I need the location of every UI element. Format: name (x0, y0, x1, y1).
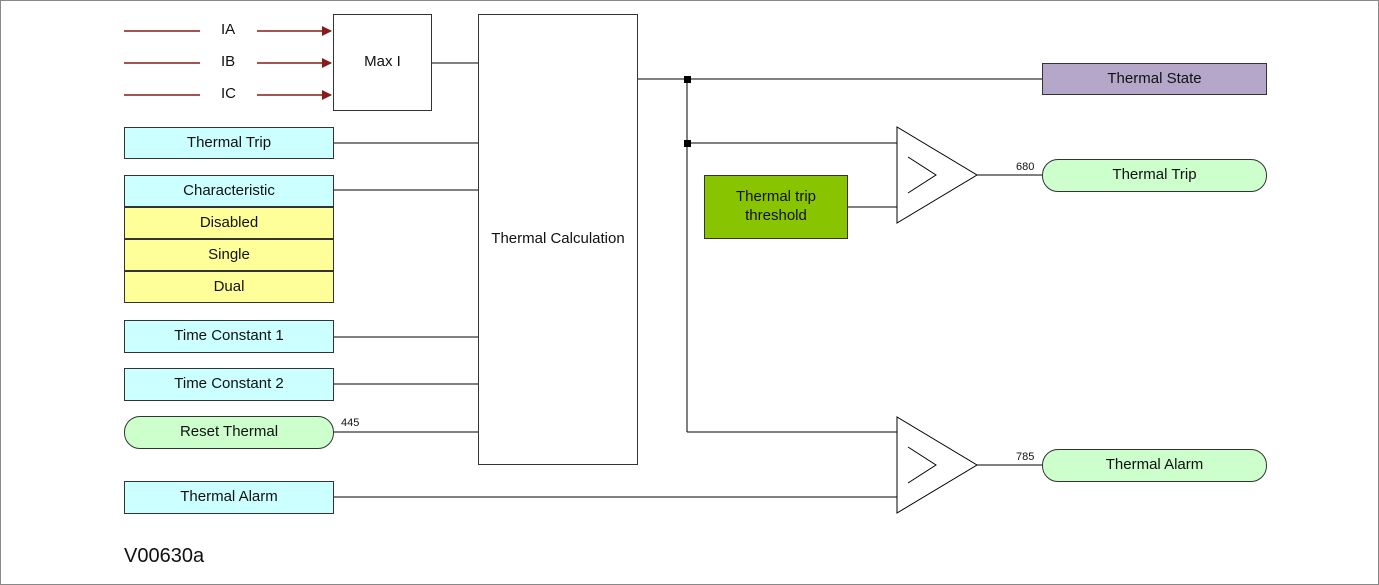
characteristic-option-label: Single (208, 245, 250, 263)
setting-thermal-trip: Thermal Trip (124, 127, 334, 159)
input-ib-label: IB (221, 53, 236, 70)
input-ic-label: IC (221, 85, 236, 102)
output-thermal-state: Thermal State (1042, 63, 1267, 95)
ddb-thermal-alarm: Thermal Alarm (1042, 449, 1267, 482)
ddb-thermal-trip: Thermal Trip (1042, 159, 1267, 192)
max-i-block: Max I (333, 14, 432, 111)
output-thermal-state-label: Thermal State (1107, 69, 1202, 87)
setting-thermal-alarm-label: Thermal Alarm (180, 488, 278, 506)
ddb-thermal-trip-number: 680 (1016, 161, 1035, 173)
alarm-comparator-symbol (907, 446, 937, 484)
ddb-thermal-alarm-number: 785 (1016, 451, 1035, 463)
max-i-label: Max I (364, 53, 401, 71)
input-ia-label: IA (221, 21, 236, 38)
trip-comparator (896, 126, 978, 224)
setting-time-constant-2-label: Time Constant 2 (174, 375, 284, 393)
characteristic-option: Dual (124, 271, 334, 303)
ddb-reset-thermal-number: 445 (341, 417, 360, 429)
characteristic-option-label: Disabled (199, 213, 259, 231)
setting-characteristic: Characteristic (124, 175, 334, 207)
characteristic-option: Disabled (124, 207, 334, 239)
thermal-calculation-label: Thermal Calculation (491, 230, 625, 248)
setting-time-constant-1-label: Time Constant 1 (174, 327, 284, 345)
setting-characteristic-label: Characteristic (183, 181, 275, 199)
ddb-reset-thermal: Reset Thermal (124, 416, 334, 449)
setting-thermal-trip-label: Thermal Trip (186, 133, 272, 151)
junction-dot-bottom (684, 140, 691, 147)
setting-time-constant-2: Time Constant 2 (124, 368, 334, 401)
junction-dot-top (684, 76, 691, 83)
diagram-reference: V00630a (124, 545, 205, 567)
characteristic-option: Single (124, 239, 334, 271)
ddb-thermal-trip-label: Thermal Trip (1112, 166, 1197, 184)
characteristic-option-label: Dual (213, 277, 245, 295)
alarm-comparator (896, 416, 978, 514)
thermal-calculation-block: Thermal Calculation (478, 14, 638, 465)
setting-thermal-alarm: Thermal Alarm (124, 481, 334, 514)
thermal-trip-threshold: Thermal trip threshold (704, 175, 848, 239)
threshold-line-1: Thermal trip (735, 188, 817, 206)
ddb-thermal-alarm-label: Thermal Alarm (1105, 456, 1204, 474)
ddb-reset-thermal-label: Reset Thermal (179, 423, 279, 441)
setting-time-constant-1: Time Constant 1 (124, 320, 334, 353)
threshold-line-2: threshold (745, 207, 807, 224)
trip-comparator-symbol (907, 156, 937, 194)
